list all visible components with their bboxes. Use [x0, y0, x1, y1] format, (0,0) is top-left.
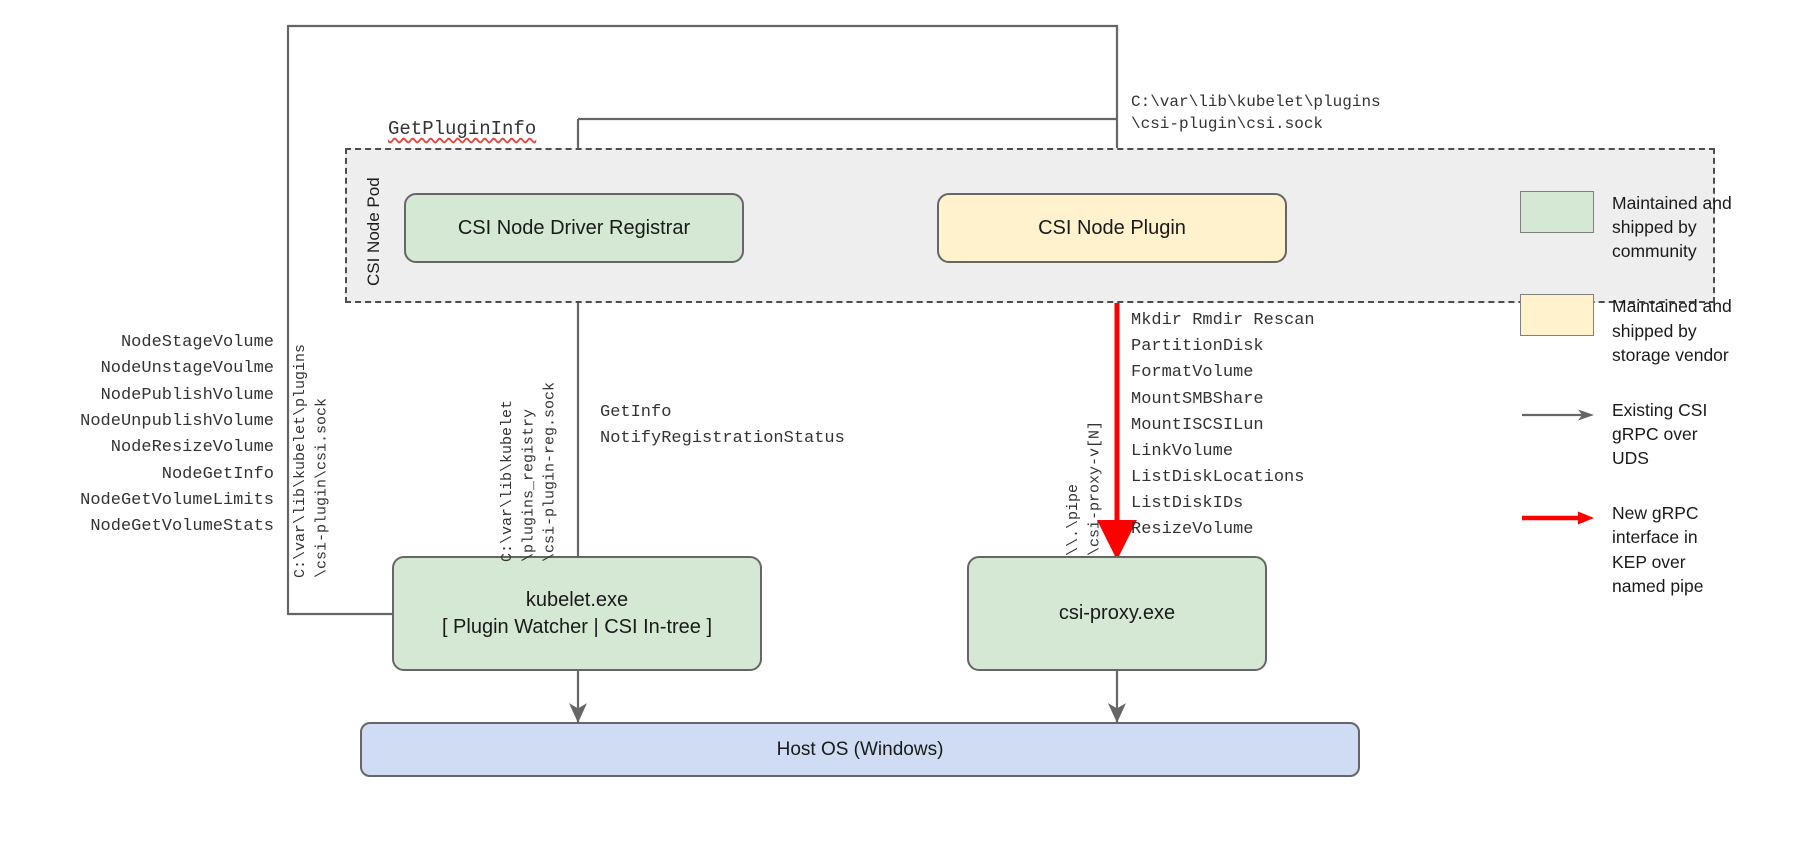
csi-proxy-method-item: ResizeVolume — [1131, 520, 1254, 540]
csi-node-pod-label: CSI Node Pod — [364, 177, 383, 286]
csi-node-method-item: NodeGetVolumeStats — [90, 517, 274, 537]
legend-item: Maintained and shipped by community — [1520, 190, 1810, 263]
csi-node-method-item: NodeUnstageVoulme — [100, 359, 274, 379]
edge-kubelet-to-csi-node-plugin — [286, 24, 1127, 616]
legend-marker-cell — [1520, 190, 1612, 234]
csi-proxy-method-item: LinkVolume — [1131, 441, 1234, 461]
legend-color-swatch — [1520, 294, 1594, 337]
label-named-pipe-vertical: \\.\pipe \csi-proxy-v[N] — [1065, 420, 1104, 556]
legend-item: Maintained and shipped by storage vendor — [1520, 293, 1810, 366]
csi-node-method-item: NodeUnpublishVolume — [80, 412, 274, 432]
legend-marker-cell — [1520, 397, 1612, 433]
legend-item: Existing CSI gRPC over UDS — [1520, 397, 1810, 470]
node-csi-node-driver-registrar[interactable]: CSI Node Driver Registrar — [404, 193, 744, 263]
node-csi-node-plugin-label: CSI Node Plugin — [1038, 216, 1186, 239]
node-csi-node-driver-registrar-label: CSI Node Driver Registrar — [457, 216, 691, 239]
legend-item: New gRPC interface in KEP over named pip… — [1520, 500, 1810, 598]
node-kubelet-exe-subtitle: [ Plugin Watcher | CSI In-tree ] — [441, 615, 713, 638]
legend-arrow-icon — [1522, 409, 1594, 421]
legend-marker-cell — [1520, 293, 1612, 337]
node-host-os-label: Host OS (Windows) — [776, 738, 944, 760]
label-plugin-socket-path: C:\var\lib\kubelet\plugins \csi-plugin\c… — [1131, 93, 1381, 133]
legend-item-label: New gRPC interface in KEP over named pip… — [1612, 503, 1704, 596]
csi-node-method-item: NodeResizeVolume — [110, 438, 274, 458]
node-host-os[interactable]: Host OS (Windows) — [360, 722, 1360, 777]
node-kubelet-exe[interactable]: kubelet.exe [ Plugin Watcher | CSI In-tr… — [392, 556, 762, 671]
csi-proxy-method-item: MountSMBShare — [1131, 389, 1264, 409]
label-registry-socket-path-vertical: C:\var\lib\kubelet \plugins_registry \cs… — [499, 381, 559, 562]
csi-proxy-method-item: ListDiskLocations — [1131, 468, 1305, 488]
legend-marker-cell — [1520, 500, 1612, 536]
csi-proxy-method-item: FormatVolume — [1131, 363, 1254, 383]
legend-arrow-icon — [1522, 511, 1594, 525]
csi-node-method-item: NodePublishVolume — [100, 385, 274, 405]
label-registration-calls: GetInfo NotifyRegistrationStatus — [600, 403, 845, 449]
label-get-plugin-info: GetPluginInfo — [388, 118, 537, 140]
node-csi-proxy-exe-label: csi-proxy.exe — [1058, 602, 1176, 625]
legend-item-label: Existing CSI gRPC over UDS — [1612, 399, 1708, 469]
csi-proxy-method-item: Mkdir Rmdir Rescan — [1131, 311, 1315, 330]
node-csi-proxy-exe[interactable]: csi-proxy.exe — [967, 556, 1267, 671]
legend-color-swatch — [1520, 191, 1594, 233]
csi-proxy-method-item: PartitionDisk — [1131, 337, 1264, 357]
csi-proxy-method-item: ListDiskIDs — [1131, 494, 1244, 514]
csi-node-method-item: NodeStageVolume — [120, 333, 274, 352]
legend-item-label: Maintained and shipped by storage vendor — [1612, 296, 1732, 365]
node-csi-node-plugin[interactable]: CSI Node Plugin — [937, 193, 1287, 263]
csi-proxy-method-item: MountISCSILun — [1131, 415, 1264, 435]
csi-node-method-item: NodeGetInfo — [161, 464, 274, 484]
node-kubelet-exe-title: kubelet.exe — [525, 589, 629, 612]
csi-node-method-item: NodeGetVolumeLimits — [80, 491, 274, 511]
legend-item-label: Maintained and shipped by community — [1612, 193, 1732, 262]
label-csi-socket-path-vertical: C:\var\lib\kubelet\plugins \csi-plugin\c… — [292, 343, 331, 578]
